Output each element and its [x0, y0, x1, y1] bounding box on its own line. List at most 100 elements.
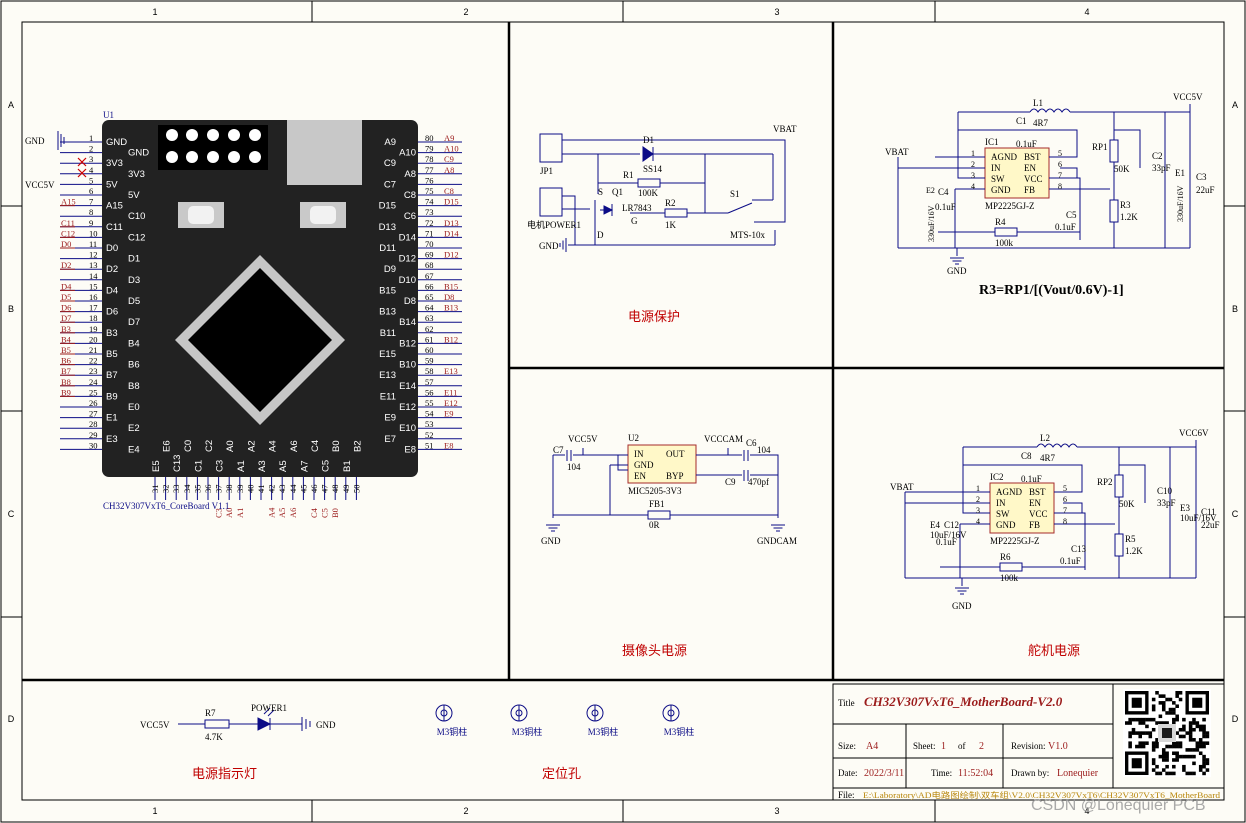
mcu-pin-name: 3V3: [106, 158, 123, 169]
mcu-pin-name: D0: [106, 243, 118, 254]
u2-pin-out: OUT: [666, 449, 685, 459]
l2-value: 4R7: [1040, 453, 1056, 463]
file-path-value: E:\Laboratory\AD电路图绘制\双车组\V2.0\CH32V307V…: [863, 790, 1220, 800]
buck-converter-2: [904, 440, 1197, 579]
mcu-pin-number: 65: [425, 292, 434, 302]
mcu-vcc5v-label: VCC5V: [25, 180, 55, 190]
mcu-pin-number: 77: [425, 165, 434, 175]
camera-gnd-label: GND: [541, 536, 561, 546]
mcu-pin-name: 3V3: [128, 169, 145, 180]
ic1-pin-vcc: VCC: [1024, 174, 1043, 184]
mcu-pin-net: C3: [214, 508, 224, 518]
mcu-pin-name: C3: [215, 460, 226, 472]
mcu-pin-name: C10: [128, 211, 145, 222]
mcu-pin-name: A0: [225, 440, 236, 452]
camera-vout-label: VCCCAM: [704, 434, 743, 444]
mcu-pin-net: A5: [277, 508, 287, 518]
u2-part: MIC5205-3V3: [628, 486, 682, 496]
power1-label: 电机POWER1: [527, 219, 581, 230]
camera-vin-label: VCC5V: [568, 434, 598, 444]
frame-row-c-right: C: [1232, 509, 1239, 519]
mcu-pin-name: C4: [310, 440, 321, 452]
jp1-label: JP1: [540, 166, 553, 176]
r2-value: 1K: [665, 220, 677, 230]
mcu-pin-name: C9: [384, 158, 396, 169]
c6-value: 104: [757, 445, 771, 455]
ic1-pin-agnd: AGND: [991, 152, 1017, 162]
mcu-pin-name: D15: [379, 201, 396, 212]
mcu-pin-net: B15: [444, 281, 458, 291]
date-value: 2022/3/11: [864, 768, 904, 779]
mcu-pin-name: A8: [404, 169, 416, 180]
buck1-vin-label: VBAT: [885, 147, 909, 157]
mcu-pin-number: 39: [235, 485, 245, 494]
ic1-pin-num-6: 6: [1058, 160, 1062, 169]
mounting-hole-4-label: M3铜柱: [664, 726, 695, 737]
mounting-hole-1-label: M3铜柱: [437, 726, 468, 737]
mcu-gnd-label: GND: [25, 136, 45, 146]
ic2-pin-sw: SW: [996, 509, 1010, 519]
mcu-pin-number: 74: [425, 197, 434, 207]
mcu-pin-name: GND: [106, 137, 127, 148]
c7-value: 104: [567, 462, 581, 472]
mcu-pin-number: 38: [224, 485, 234, 494]
q1-g-label: G: [631, 216, 638, 226]
mcu-pin-number: 41: [256, 485, 266, 494]
mcu-pin-number: 67: [425, 271, 434, 281]
frame-row-c-left: C: [8, 509, 15, 519]
c12-label: C12: [944, 520, 959, 530]
date-label: Date:: [838, 768, 858, 778]
mcu-pin-number: 30: [89, 440, 98, 450]
ic2-pin-num-8: 8: [1063, 517, 1067, 526]
frame-row-b-right: B: [1232, 304, 1238, 314]
revision-value: V1.0: [1048, 741, 1068, 752]
c8-label: C8: [1021, 451, 1032, 461]
mcu-pin-net: D5: [61, 292, 71, 302]
mcu-pin-number: 47: [320, 485, 330, 494]
mcu-pin-net: C11: [61, 218, 75, 228]
mcu-pin-number: 6: [89, 186, 93, 196]
ss14-label: SS14: [643, 164, 663, 174]
ic1-pin-num-3: 3: [971, 171, 975, 180]
mcu-pin-name: E9: [384, 413, 396, 424]
c3-value: 22uF: [1196, 185, 1215, 195]
mcu-pin-net: A0: [224, 508, 234, 518]
c11-label: C11: [1201, 507, 1216, 517]
ic1-pin-fb: FB: [1024, 185, 1035, 195]
reset-button: [178, 202, 224, 228]
r4-value: 100k: [995, 238, 1014, 248]
mcu-pin-net: D0: [61, 239, 71, 249]
mcu-pin-name: C12: [128, 232, 145, 243]
ic1-label: IC1: [985, 137, 999, 147]
mcu-pin-name: B0: [331, 440, 342, 452]
mcu-pin-name: E3: [106, 434, 118, 445]
mcu-pin-number: 19: [89, 324, 98, 334]
mcu-pin-name: D12: [399, 254, 416, 265]
mcu-pin-number: 21: [89, 345, 98, 355]
mcu-pin-number: 63: [425, 313, 434, 323]
mcu-pin-number: 10: [89, 228, 98, 238]
frame-col-4-top: 4: [1084, 7, 1089, 17]
mcu-pin-name: E1: [106, 413, 118, 424]
mounting-hole-2-label: M3铜柱: [512, 726, 543, 737]
revision-label: Revision:: [1011, 741, 1046, 751]
